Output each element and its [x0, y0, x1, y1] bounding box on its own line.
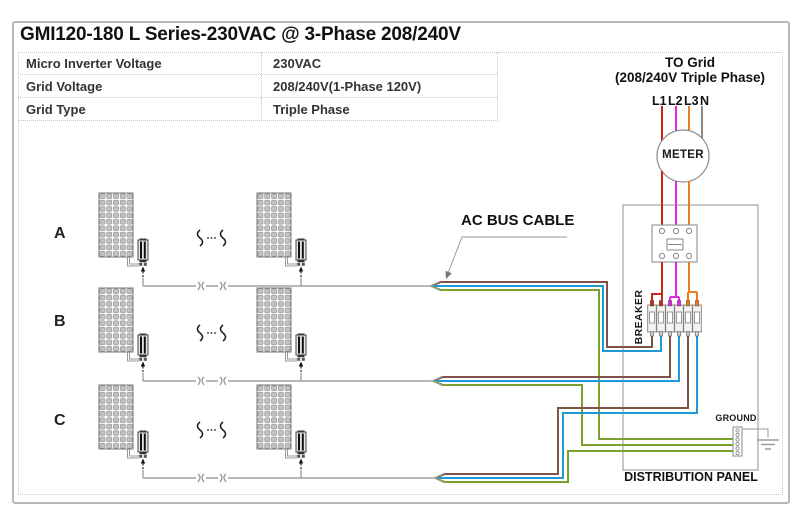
- spec-table: Micro Inverter Voltage 230VAC Grid Volta…: [18, 52, 498, 121]
- outer-frame: [12, 21, 790, 504]
- phase-label-l1: L1: [652, 94, 667, 108]
- breaker-label: BREAKER: [633, 289, 645, 345]
- row-b-bus-line: [143, 376, 433, 386]
- breaker-pole: [683, 300, 693, 337]
- to-grid-line1: TO Grid: [664, 55, 715, 70]
- main-switch-box: [651, 224, 698, 263]
- bus-c-green-wire: [434, 450, 733, 483]
- ac-bus-cable-label: AC BUS CABLE: [461, 212, 575, 229]
- phase-label-n: N: [700, 94, 710, 108]
- distribution-panel-label: DISTRIBUTION PANEL: [624, 470, 758, 484]
- feed-l3-wire: [687, 262, 698, 302]
- continuation-symbol: [196, 324, 227, 342]
- bus-b-green-wire: [432, 380, 733, 446]
- to-grid-line2: (208/240V Triple Phase): [614, 69, 766, 85]
- array-row-label-a: A: [54, 225, 66, 242]
- row-a-bus-line: [143, 281, 431, 291]
- bus-b-brown-wire: [432, 336, 671, 382]
- phase-label-l2: L2: [668, 94, 683, 108]
- ground-label: GROUND: [715, 413, 757, 423]
- spec-table-row: Grid Voltage 208/240V(1-Phase 120V): [18, 74, 497, 97]
- breaker-pole: [647, 300, 657, 337]
- pv-module-unit-c1: [98, 384, 149, 479]
- bus-a-brown-wire: [430, 281, 653, 348]
- bus-b-cable-tip: [431, 375, 444, 387]
- phase-label-l3: L3: [684, 94, 699, 108]
- feed-l2-wire: [669, 262, 680, 302]
- meter-label: METER: [662, 149, 704, 161]
- bus-a-green-wire: [430, 285, 733, 440]
- pv-module-unit-b1: [98, 287, 149, 382]
- array-row-label-c: C: [54, 412, 66, 429]
- breaker-pole: [665, 300, 675, 337]
- bus-c-brown-wire: [434, 336, 689, 479]
- row-c-bus-line: [143, 473, 435, 483]
- to-grid-heading: TO Grid (208/240V Triple Phase): [600, 55, 780, 85]
- spec-value: 208/240V(1-Phase 120V): [261, 75, 497, 97]
- bus-c-blue-wire: [435, 336, 698, 479]
- pv-module-unit-c2: [256, 384, 307, 479]
- spec-value: 230VAC: [261, 52, 497, 74]
- continuation-symbol: [196, 229, 227, 247]
- feed-l1-wire: [651, 262, 663, 302]
- page-title: GMI120-180 L Series-230VAC @ 3-Phase 208…: [20, 24, 461, 45]
- spec-table-row: Micro Inverter Voltage 230VAC: [18, 52, 497, 74]
- bus-a-blue-wire: [431, 285, 662, 352]
- breaker-pole: [656, 300, 666, 337]
- breaker-pole: [692, 300, 702, 337]
- bus-c-cable-tip: [433, 472, 446, 484]
- meter-circle: [656, 129, 710, 183]
- pv-module-unit-a2: [256, 192, 307, 287]
- spec-value: Triple Phase: [261, 98, 497, 120]
- ground-terminal: [732, 426, 743, 457]
- pv-module-unit-a1: [98, 192, 149, 287]
- spec-label: Grid Voltage: [26, 78, 103, 94]
- spec-label: Grid Type: [26, 101, 86, 117]
- dotted-diagram-border: [18, 52, 783, 495]
- breaker-bank: [647, 300, 702, 337]
- bus-b-blue-wire: [433, 336, 680, 382]
- breaker-pole: [674, 300, 684, 337]
- spec-table-row: Grid Type Triple Phase: [18, 97, 497, 120]
- earth-symbol: [742, 428, 779, 450]
- distribution-panel-box: [622, 204, 759, 471]
- spec-label: Micro Inverter Voltage: [26, 55, 162, 71]
- ac-bus-cable-leader: [445, 236, 567, 279]
- bus-a-cable-tip: [429, 280, 442, 292]
- array-row-label-b: B: [54, 313, 66, 330]
- continuation-symbol: [196, 421, 227, 439]
- pv-module-unit-b2: [256, 287, 307, 382]
